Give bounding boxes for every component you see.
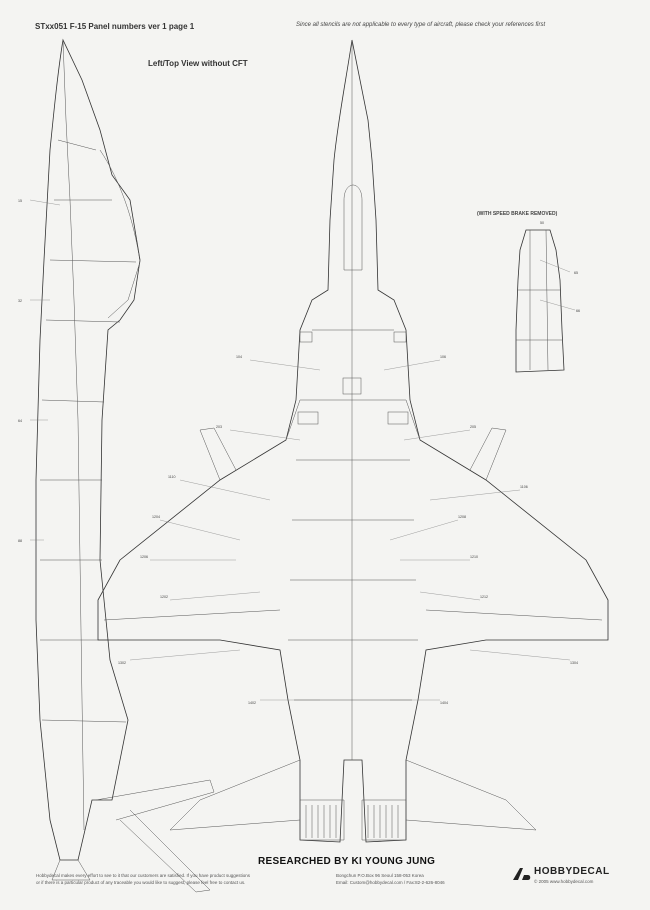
- svg-text:1404: 1404: [440, 701, 448, 705]
- speed-brake-label: (WITH SPEED BRAKE REMOVED): [477, 211, 558, 217]
- panel-callouts: 1204 1206 1202 1208 1210 1212 104 106 20…: [18, 199, 580, 705]
- svg-text:1206: 1206: [140, 555, 148, 559]
- top-view-fuselage: [97, 39, 609, 843]
- svg-text:32: 32: [18, 299, 22, 303]
- footer-note: Hobbydecal makes every effort to see to …: [36, 872, 356, 886]
- page-title: STxx051 F-15 Panel numbers ver 1 page 1: [35, 22, 195, 31]
- svg-text:1202: 1202: [160, 595, 168, 599]
- footer-line-2: or if there is a particular product of a…: [36, 880, 246, 885]
- svg-text:1304: 1304: [570, 661, 578, 665]
- svg-text:15: 15: [18, 199, 22, 203]
- logo-subtext: © 2005 www.hobbydecal.com: [534, 879, 594, 884]
- svg-text:65: 65: [574, 271, 578, 275]
- svg-text:64: 64: [18, 419, 22, 423]
- logo-text: HOBBYDECAL: [534, 866, 610, 877]
- svg-text:88: 88: [18, 539, 22, 543]
- svg-text:1402: 1402: [248, 701, 256, 705]
- footer-address: Bongchun P.O.Box 96 Seoul 158-053 Korea …: [336, 872, 496, 886]
- svg-text:1110: 1110: [168, 475, 175, 479]
- svg-text:66: 66: [576, 309, 580, 313]
- hd-logo-icon: [513, 868, 531, 880]
- footer-line-1: Hobbydecal makes every effort to see to …: [36, 873, 251, 878]
- hobbydecal-logo: HOBBYDECAL © 2005 www.hobbydecal.com: [512, 864, 632, 894]
- svg-text:205: 205: [470, 425, 476, 429]
- svg-text:1212: 1212: [480, 595, 488, 599]
- svg-text:1210: 1210: [470, 555, 478, 559]
- svg-text:1208: 1208: [458, 515, 466, 519]
- address-line-2: Email: Custom@hobbydecal.com / Fax:82-2-…: [336, 880, 445, 885]
- researcher-credit: RESEARCHED BY KI YOUNG JUNG: [258, 856, 436, 867]
- svg-text:50: 50: [540, 221, 544, 225]
- disclaimer-text: Since all stencils are not applicable to…: [296, 22, 546, 28]
- svg-text:203: 203: [216, 425, 222, 429]
- speed-brake-detail: [515, 229, 565, 373]
- svg-text:104: 104: [236, 355, 242, 359]
- view-label: Left/Top View without CFT: [148, 59, 248, 68]
- svg-text:106: 106: [440, 355, 446, 359]
- address-line-1: Bongchun P.O.Box 96 Seoul 158-053 Korea: [336, 873, 424, 878]
- svg-text:1302: 1302: [118, 661, 126, 665]
- side-view-fuselage: [35, 38, 215, 893]
- svg-text:1106: 1106: [520, 485, 528, 489]
- svg-text:1204: 1204: [152, 515, 160, 519]
